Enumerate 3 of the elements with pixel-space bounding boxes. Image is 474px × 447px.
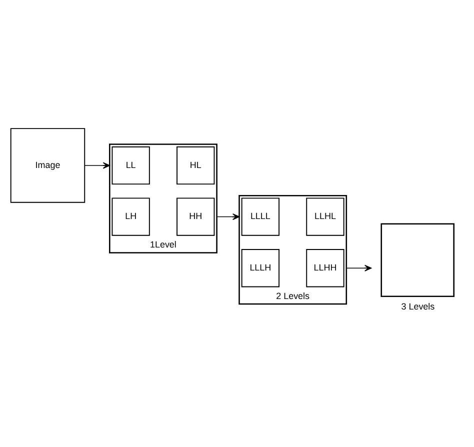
node-label: 1Level: [150, 239, 176, 250]
node-label: 3 Levels: [401, 300, 435, 311]
node-label: 2 Levels: [276, 290, 310, 301]
